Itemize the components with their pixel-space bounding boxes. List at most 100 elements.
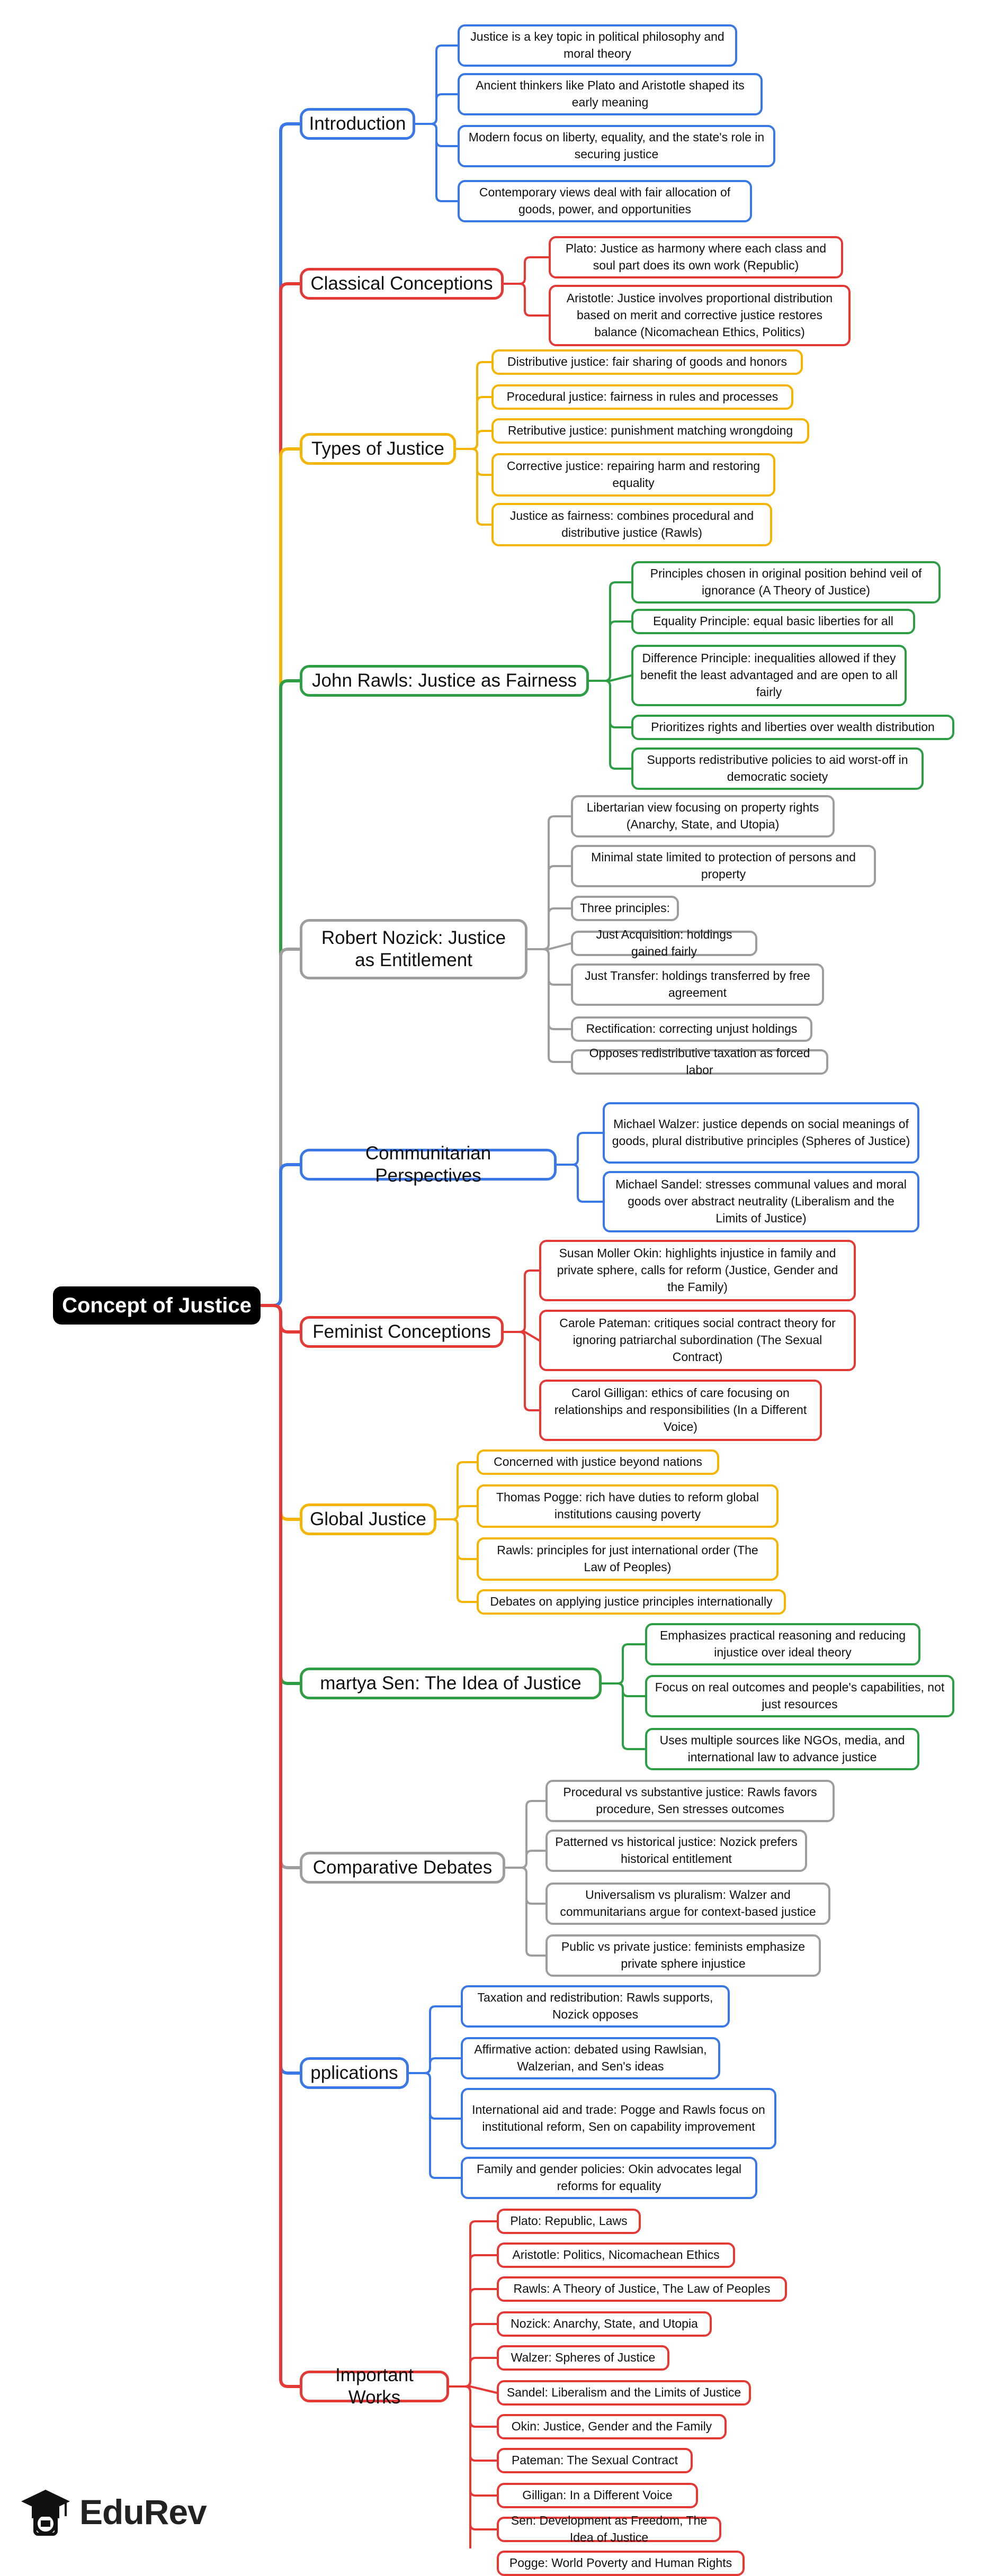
- branch-comparative-debates: Comparative Debates: [300, 1852, 505, 1884]
- leaf-contemporary-views-deal-with-fair-alloca: Contemporary views deal with fair alloca…: [458, 180, 752, 222]
- branch-pplications: pplications: [300, 2057, 409, 2089]
- branch-important-works: Important Works: [300, 2365, 449, 2408]
- leaf-taxation-and-redistribution-rawls-suppor: Taxation and redistribution: Rawls suppo…: [461, 1985, 730, 2028]
- brand-name: EduRev: [79, 2492, 207, 2532]
- leaf-sandel-liberalism-and-the-limits-of-just: Sandel: Liberalism and the Limits of Jus…: [497, 2380, 751, 2406]
- leaf-connector: [448, 2385, 498, 2462]
- leaf-connector: [601, 1643, 646, 1685]
- leaf-connector: [448, 2385, 498, 2497]
- branch-connector: [259, 1163, 301, 1307]
- leaf-nozick-anarchy-state-and-utopia: Nozick: Anarchy, State, and Utopia: [497, 2311, 712, 2337]
- leaf-rawls-principles-for-just-international-: Rawls: principles for just international…: [477, 1537, 779, 1581]
- leaf-connector: [455, 448, 493, 526]
- leaf-debates-on-applying-justice-principles-i: Debates on applying justice principles i…: [477, 1589, 786, 1615]
- leaf-equality-principle-equal-basic-liberties: Equality Principle: equal basic libertie…: [631, 609, 915, 634]
- leaf-connector: [526, 948, 572, 1063]
- leaf-carole-pateman-critiques-social-contract: Carole Pateman: critiques social contrac…: [539, 1310, 856, 1371]
- leaf-affirmative-action-debated-using-rawlsia: Affirmative action: debated using Rawlsi…: [461, 2037, 720, 2079]
- leaf-rawls-a-theory-of-justice-the-law-of-peo: Rawls: A Theory of Justice, The Law of P…: [497, 2276, 787, 2302]
- leaf-connector: [455, 361, 493, 450]
- leaf-just-transfer-holdings-transferred-by-fr: Just Transfer: holdings transferred by f…: [571, 963, 824, 1006]
- leaf-concerned-with-justice-beyond-nations: Concerned with justice beyond nations: [477, 1449, 719, 1475]
- branch-communitarian-perspectives: Communitarian Perspectives: [300, 1143, 557, 1186]
- leaf-three-principles: Three principles:: [571, 896, 679, 921]
- leaf-retributive-justice-punishment-matching-: Retributive justice: punishment matching…: [491, 418, 809, 444]
- leaf-susan-moller-okin-highlights-injustice-i: Susan Moller Okin: highlights injustice …: [539, 1240, 856, 1301]
- leaf-connector: [448, 2385, 498, 2530]
- leaf-connector: [503, 256, 550, 285]
- leaf-carol-gilligan-ethics-of-care-focusing-o: Carol Gilligan: ethics of care focusing …: [539, 1380, 822, 1441]
- leaf-connector: [448, 2220, 498, 2388]
- leaf-procedural-vs-substantive-justice-rawls-: Procedural vs substantive justice: Rawls…: [545, 1780, 835, 1822]
- leaf-connector: [448, 2385, 471, 2548]
- branch-john-rawls-justice-as-fairness: John Rawls: Justice as Fairness: [300, 665, 589, 697]
- leaf-procedural-justice-fairness-in-rules-and: Procedural justice: fairness in rules an…: [491, 384, 793, 410]
- branch-introduction: Introduction: [300, 108, 415, 140]
- leaf-aristotle-justice-involves-proportional-: Aristotle: Justice involves proportional…: [549, 285, 851, 346]
- leaf-international-aid-and-trade-pogge-and-ra: International aid and trade: Pogge and R…: [461, 2088, 776, 2149]
- branch-connector: [259, 1304, 301, 2388]
- leaf-michael-sandel-stresses-communal-values-: Michael Sandel: stresses communal values…: [603, 1171, 919, 1232]
- leaf-minimal-state-limited-to-protection-of-p: Minimal state limited to protection of p…: [571, 845, 876, 887]
- leaf-aristotle-politics-nicomachean-ethics: Aristotle: Politics, Nicomachean Ethics: [497, 2242, 735, 2268]
- leaf-pogge-world-poverty-and-human-rights: Pogge: World Poverty and Human Rights: [497, 2551, 745, 2576]
- branch-types-of-justice: Types of Justice: [300, 433, 456, 465]
- leaf-plato-justice-as-harmony-where-each-clas: Plato: Justice as harmony where each cla…: [549, 236, 843, 278]
- leaf-thomas-pogge-rich-have-duties-to-reform-: Thomas Pogge: rich have duties to reform…: [477, 1484, 779, 1528]
- leaf-connector: [503, 1269, 540, 1333]
- leaf-emphasizes-practical-reasoning-and-reduc: Emphasizes practical reasoning and reduc…: [645, 1623, 920, 1665]
- branch-robert-nozick-justice-as-entitlement: Robert Nozick: Justice as Entitlement: [300, 919, 527, 979]
- leaf-connector: [556, 1164, 604, 1203]
- root-node-concept-of-justice: Concept of Justice: [53, 1286, 261, 1325]
- leaf-ancient-thinkers-like-plato-and-aristotl: Ancient thinkers like Plato and Aristotl…: [458, 73, 763, 115]
- leaf-connector: [448, 2254, 498, 2388]
- leaf-connector: [455, 448, 493, 476]
- leaf-connector: [455, 430, 493, 450]
- leaf-okin-justice-gender-and-the-family: Okin: Justice, Gender and the Family: [497, 2414, 727, 2439]
- leaf-connector: [448, 2385, 498, 2428]
- branch-martya-sen-the-idea-of-justice: martya Sen: The Idea of Justice: [300, 1668, 602, 1699]
- branch-classical-conceptions: Classical Conceptions: [300, 268, 504, 300]
- leaf-pateman-the-sexual-contract: Pateman: The Sexual Contract: [497, 2448, 693, 2473]
- leaf-connector: [408, 2005, 462, 2074]
- leaf-connector: [588, 680, 632, 770]
- leaf-family-and-gender-policies-okin-advocate: Family and gender policies: Okin advocat…: [461, 2157, 757, 2199]
- leaf-connector: [448, 2288, 498, 2388]
- leaf-opposes-redistributive-taxation-as-force: Opposes redistributive taxation as force…: [571, 1046, 828, 1077]
- leaf-universalism-vs-pluralism-walzer-and-com: Universalism vs pluralism: Walzer and co…: [545, 1883, 830, 1925]
- leaf-connector: [503, 283, 550, 317]
- brand-logo: EduRev: [19, 2483, 241, 2541]
- leaf-difference-principle-inequalities-allowe: Difference Principle: inequalities allow…: [631, 645, 907, 706]
- leaf-connector: [448, 2357, 498, 2388]
- leaf-justice-as-fairness-combines-procedural-: Justice as fairness: combines procedural…: [491, 503, 772, 546]
- leaf-connector: [601, 1682, 646, 1750]
- branch-global-justice: Global Justice: [300, 1503, 436, 1535]
- leaf-connector: [455, 396, 493, 450]
- leaf-sen-development-as-freedom-the-idea-of-j: Sen: Development as Freedom, The Idea of…: [497, 2514, 721, 2544]
- leaf-connector: [435, 1461, 478, 1520]
- leaf-connector: [408, 2072, 462, 2179]
- leaf-modern-focus-on-liberty-equality-and-the: Modern focus on liberty, equality, and t…: [458, 125, 775, 167]
- leaf-libertarian-view-focusing-on-property-ri: Libertarian view focusing on property ri…: [571, 795, 835, 837]
- leaf-connector: [414, 93, 459, 125]
- leaf-just-acquisition-holdings-gained-fairly: Just Acquisition: holdings gained fairly: [571, 927, 757, 958]
- leaf-uses-multiple-sources-like-ngos-media-an: Uses multiple sources like NGOs, media, …: [645, 1728, 919, 1770]
- graduation-cap-icon: [21, 2490, 70, 2536]
- leaf-michael-walzer-justice-depends-on-social: Michael Walzer: justice depends on socia…: [603, 1102, 919, 1164]
- leaf-principles-chosen-in-original-position-b: Principles chosen in original position b…: [631, 561, 941, 604]
- leaf-connector: [526, 907, 572, 950]
- leaf-connector: [408, 2072, 462, 2120]
- leaf-connector: [408, 2057, 462, 2074]
- leaf-corrective-justice-repairing-harm-and-re: Corrective justice: repairing harm and r…: [491, 453, 775, 497]
- leaf-focus-on-real-outcomes-and-people-s-capa: Focus on real outcomes and people's capa…: [645, 1675, 954, 1717]
- leaf-connector: [504, 1867, 547, 1957]
- leaf-connector: [414, 123, 459, 202]
- leaf-justice-is-a-key-topic-in-political-phil: Justice is a key topic in political phil…: [458, 24, 737, 67]
- leaf-patterned-vs-historical-justice-nozick-p: Patterned vs historical justice: Nozick …: [545, 1830, 807, 1872]
- leaf-gilligan-in-a-different-voice: Gilligan: In a Different Voice: [497, 2483, 698, 2508]
- leaf-rectification-correcting-unjust-holdings: Rectification: correcting unjust holding…: [571, 1016, 812, 1042]
- leaf-connector: [588, 620, 632, 682]
- leaf-connector: [448, 2323, 498, 2388]
- leaf-public-vs-private-justice-feminists-emph: Public vs private justice: feminists emp…: [545, 1934, 821, 1977]
